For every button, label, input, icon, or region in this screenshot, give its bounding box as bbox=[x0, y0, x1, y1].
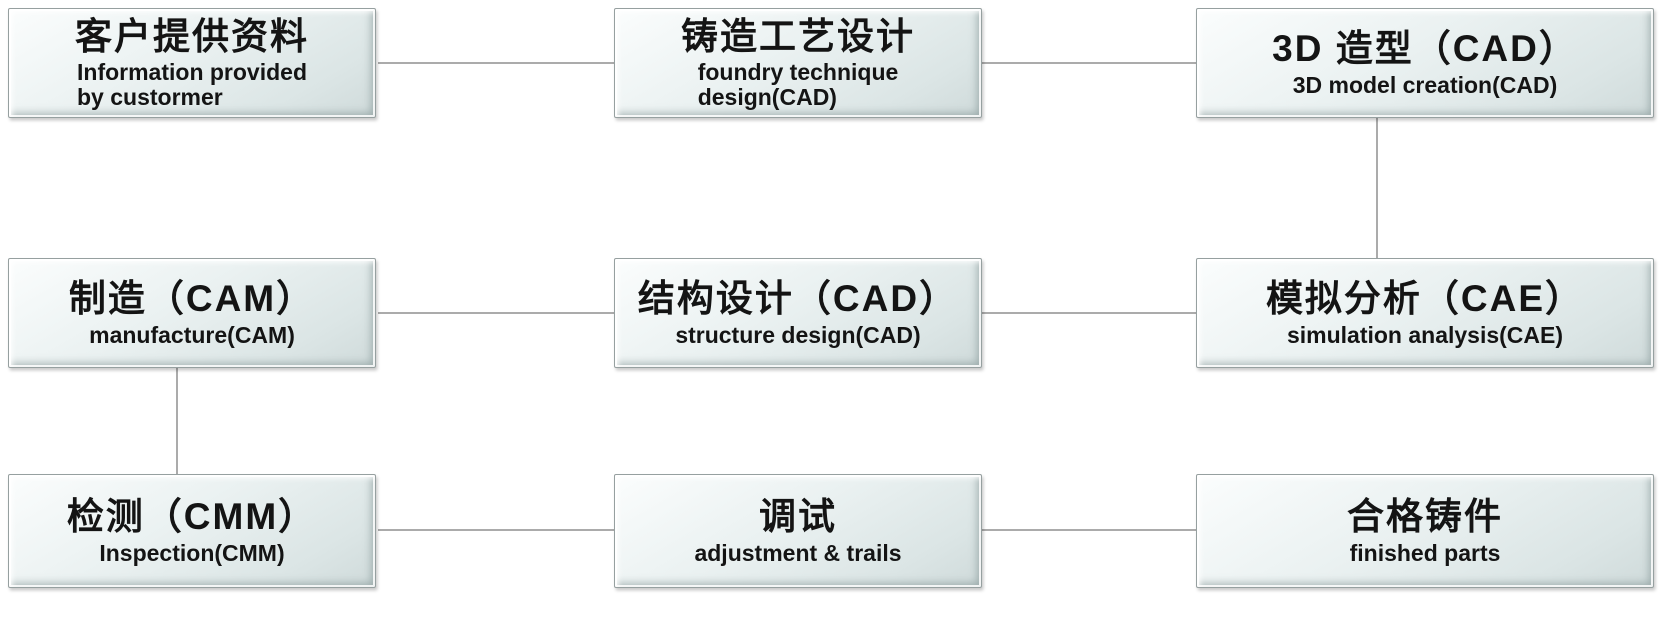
connector-line-row2-left bbox=[378, 312, 614, 314]
flow-node-inspection: 检测（CMM） Inspection(CMM) bbox=[8, 474, 376, 588]
flow-node-customer-info: 客户提供资料 Information provided by custormer bbox=[8, 8, 376, 118]
node-title-zh: 调试 bbox=[759, 496, 837, 538]
node-title-zh: 制造（CAM） bbox=[68, 278, 316, 320]
node-title-zh: 结构设计（CAD） bbox=[637, 278, 959, 320]
flow-node-simulation-analysis: 模拟分析（CAE） simulation analysis(CAE) bbox=[1196, 258, 1654, 368]
connector-line-vertical-right bbox=[1376, 118, 1378, 258]
connector-line-row1-left bbox=[378, 62, 614, 64]
flow-node-adjustment: 调试 adjustment & trails bbox=[614, 474, 982, 588]
flow-node-foundry-design: 铸造工艺设计 foundry technique design(CAD) bbox=[614, 8, 982, 118]
node-subtitle-en: adjustment & trails bbox=[694, 539, 902, 566]
node-subtitle-en: finished parts bbox=[1349, 539, 1501, 566]
node-subtitle-en: Information provided by custormer bbox=[77, 59, 307, 111]
node-title-zh: 3D 造型（CAD） bbox=[1272, 28, 1578, 70]
connector-line-row1-right bbox=[982, 62, 1196, 64]
node-title-zh: 铸造工艺设计 bbox=[681, 15, 915, 57]
node-title-zh: 检测（CMM） bbox=[66, 496, 318, 538]
node-subtitle-en: 3D model creation(CAD) bbox=[1292, 71, 1558, 98]
node-subtitle-en: foundry technique design(CAD) bbox=[697, 59, 899, 111]
flow-node-structure-design: 结构设计（CAD） structure design(CAD) bbox=[614, 258, 982, 368]
node-title-zh: 模拟分析（CAE） bbox=[1265, 278, 1585, 320]
node-title-zh: 客户提供资料 bbox=[75, 15, 309, 57]
node-subtitle-en: Inspection(CMM) bbox=[99, 539, 285, 566]
connector-line-vertical-left bbox=[176, 368, 178, 474]
node-subtitle-en: manufacture(CAM) bbox=[89, 321, 295, 348]
node-subtitle-en: structure design(CAD) bbox=[675, 321, 921, 348]
node-title-zh: 合格铸件 bbox=[1347, 496, 1503, 538]
flow-node-finished-parts: 合格铸件 finished parts bbox=[1196, 474, 1654, 588]
node-subtitle-en: simulation analysis(CAE) bbox=[1286, 321, 1564, 348]
flow-node-manufacture: 制造（CAM） manufacture(CAM) bbox=[8, 258, 376, 368]
flow-node-3d-model: 3D 造型（CAD） 3D model creation(CAD) bbox=[1196, 8, 1654, 118]
connector-line-row3-left bbox=[378, 529, 614, 531]
connector-line-row3-right bbox=[982, 529, 1196, 531]
connector-line-row2-right bbox=[982, 312, 1196, 314]
